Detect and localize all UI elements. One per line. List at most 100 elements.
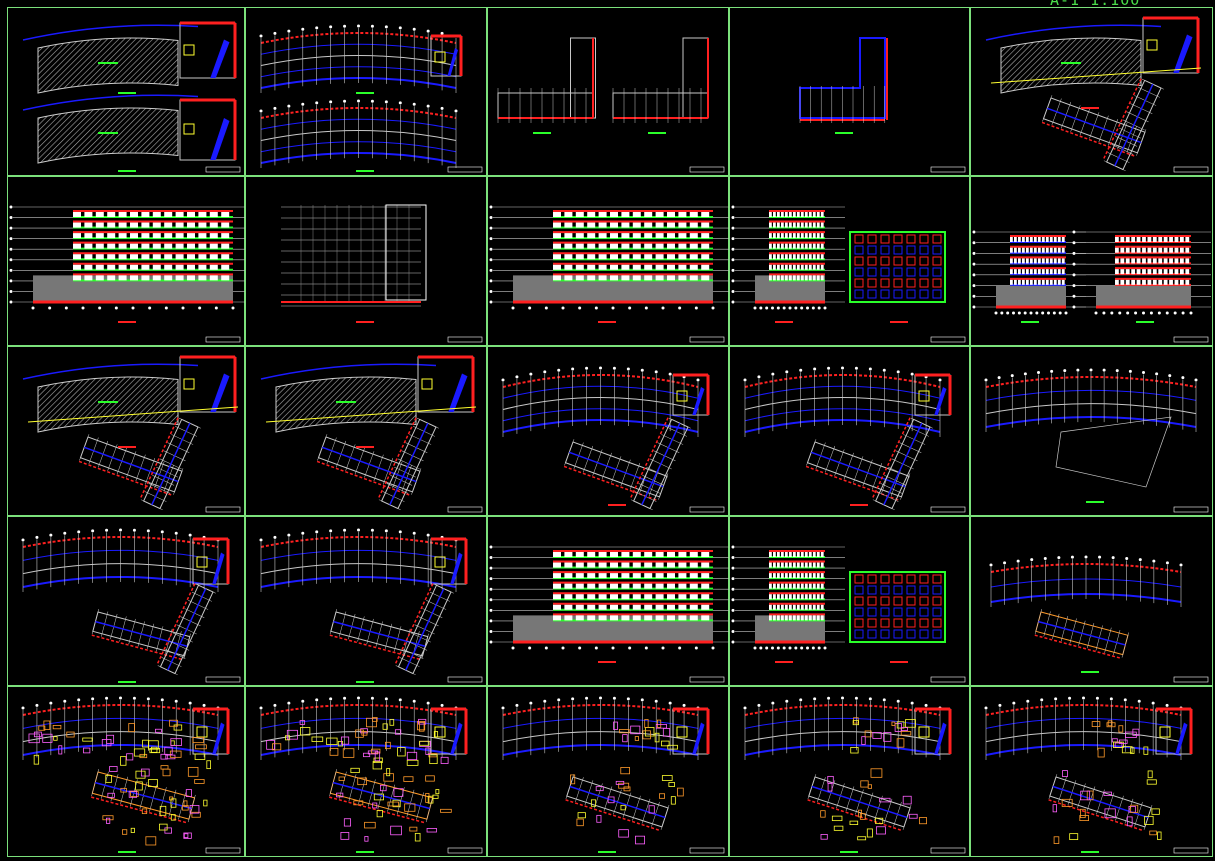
drawing-sheet-21-furnished[interactable] [7,686,245,857]
drawing-sheet-7-section[interactable] [245,176,487,346]
plan-wing [872,418,933,510]
window [164,265,172,270]
window [667,573,675,578]
drawing-sheet-2-curved-double[interactable] [245,7,487,176]
drawing-sheet-9-section-elev[interactable] [729,176,970,346]
window [176,223,184,228]
window [701,265,709,270]
drawing-sheet-14-curved-l[interactable] [729,346,970,516]
window [821,615,824,620]
window [198,223,206,228]
drawing-sheet-8-elevation-wide[interactable] [487,176,729,346]
furniture [862,737,866,745]
level-marker [10,279,13,282]
title-block [448,677,482,682]
axis-bubble [995,312,998,315]
window [809,244,812,249]
window [817,573,820,578]
axis-bubble [855,697,858,700]
drawing-sheet-24-plan-l-furn[interactable] [729,686,970,857]
window [773,275,776,280]
level-marker [973,284,976,287]
axis-bubble [115,307,118,310]
axis-bubble [1003,561,1006,564]
window [813,275,816,280]
drawing-sheet-5-site-l[interactable] [970,7,1213,176]
drawing-sheet-16-plan-l[interactable] [7,516,245,686]
window [678,573,686,578]
drawing-sheet-13-curved-l[interactable] [487,346,729,516]
axis-bubble [571,697,574,700]
drawing-sheet-22-furnished[interactable] [245,686,487,857]
furniture [663,728,669,736]
axis-bubble [385,25,388,28]
window [801,584,804,589]
window [1022,248,1025,253]
drawing-sheet-11-site-l[interactable] [7,346,245,516]
window [1018,280,1021,285]
drawing-sheet-3-l-plan-double[interactable] [487,7,729,176]
furniture [635,836,644,844]
window [96,275,104,280]
window [599,223,607,228]
window [1018,258,1021,263]
window [187,223,195,228]
drawing-sheet-12-site-l[interactable] [245,346,487,516]
drawing-sheet-25-plan-l-furn[interactable] [970,686,1213,857]
window [809,254,812,259]
axis-bubble [1071,556,1074,559]
furniture [129,724,135,732]
site-hatch [38,38,178,93]
window [1026,269,1029,274]
axis-bubble [1152,702,1155,705]
drawing-sheet-20-curved-simple[interactable] [970,516,1213,686]
axis-bubble [515,375,518,378]
window [1034,258,1037,263]
drawing-sheet-19-section-elev[interactable] [729,516,970,686]
level-marker [732,248,735,251]
furniture [398,748,406,756]
window [84,244,92,249]
level-marker [973,231,976,234]
stair [210,40,229,79]
window [801,265,804,270]
window [781,265,784,270]
furniture [155,729,161,732]
stair [448,48,459,76]
window [821,254,824,259]
window [773,573,776,578]
window [1115,258,1119,263]
drawing-sheet-15-curved-outline[interactable] [970,346,1213,516]
level-marker [732,237,735,240]
window [678,594,686,599]
window [701,584,709,589]
axis-bubble [1098,556,1101,559]
drawing-sheet-4-l-plan-single[interactable] [729,7,970,176]
axis-bubble [1076,369,1079,372]
drawing-sheet-17-plan-l[interactable] [245,516,487,686]
window [805,584,808,589]
drawing-sheet-10-elev-double[interactable] [970,176,1213,346]
stair [212,553,224,585]
drawing-sheet-1-site-hatch-double[interactable] [7,7,245,176]
axis-bubble [641,369,644,372]
axis-bubble [1126,312,1129,315]
window [1175,269,1179,274]
level-marker [1073,295,1076,298]
level-marker [10,248,13,251]
axis-bubble [441,704,444,707]
axis-bubble [528,307,531,310]
window [777,594,780,599]
drawing-sheet-18-elevation-wide[interactable] [487,516,729,686]
window [881,290,889,298]
furniture [892,722,895,726]
axis-bubble [98,307,101,310]
furniture [1150,831,1157,835]
window [907,290,915,298]
drawing-sheet-6-elevation-wide[interactable] [7,176,245,346]
window [621,615,629,620]
window [576,573,584,578]
drawing-sheet-23-plan-l-furn[interactable] [487,686,729,857]
window [868,597,876,605]
